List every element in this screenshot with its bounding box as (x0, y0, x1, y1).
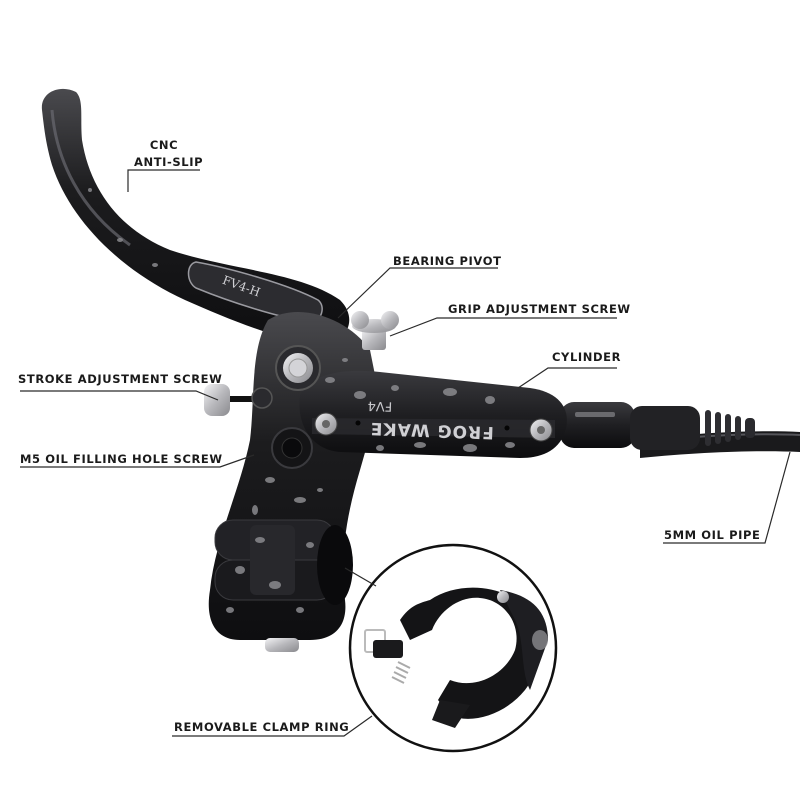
callout-5mm-oil-pipe: 5MM OIL PIPE (664, 528, 761, 542)
callout-grip-adjustment-screw: GRIP ADJUSTMENT SCREW (448, 302, 631, 316)
brand-engraving: FROG WAKE (370, 418, 495, 442)
stroke-adjustment-screw (204, 384, 273, 416)
callout-cylinder: CYLINDER (552, 350, 622, 364)
callout-removable-clamp-ring: REMOVABLE CLAMP RING (174, 720, 350, 734)
clamp-ring-inset (348, 543, 558, 753)
callout-m5-oil-filling-hole-screw: M5 OIL FILLING HOLE SCREW (20, 452, 223, 466)
model-engraving: FV4 (367, 398, 392, 414)
cylinder (299, 370, 567, 458)
callout-cnc: CNC ANTI-SLIP (134, 138, 204, 169)
bearing-pivot (275, 345, 321, 391)
callout-lines (20, 169, 791, 737)
callout-cnc-line2: ANTI-SLIP (134, 155, 204, 169)
grip-adjustment-screw (351, 311, 399, 350)
lever-blade (41, 88, 350, 346)
splatter-pattern (88, 188, 515, 613)
oil-filling-screw (271, 427, 313, 469)
cylinder-engraving: FROG WAKE FV4 (367, 398, 494, 443)
callout-stroke-adjustment-screw: STROKE ADJUSTMENT SCREW (18, 372, 223, 386)
callout-bearing-pivot: BEARING PIVOT (393, 254, 502, 268)
pipe-fitting (560, 402, 755, 450)
callout-cnc-line1: CNC (149, 138, 179, 152)
